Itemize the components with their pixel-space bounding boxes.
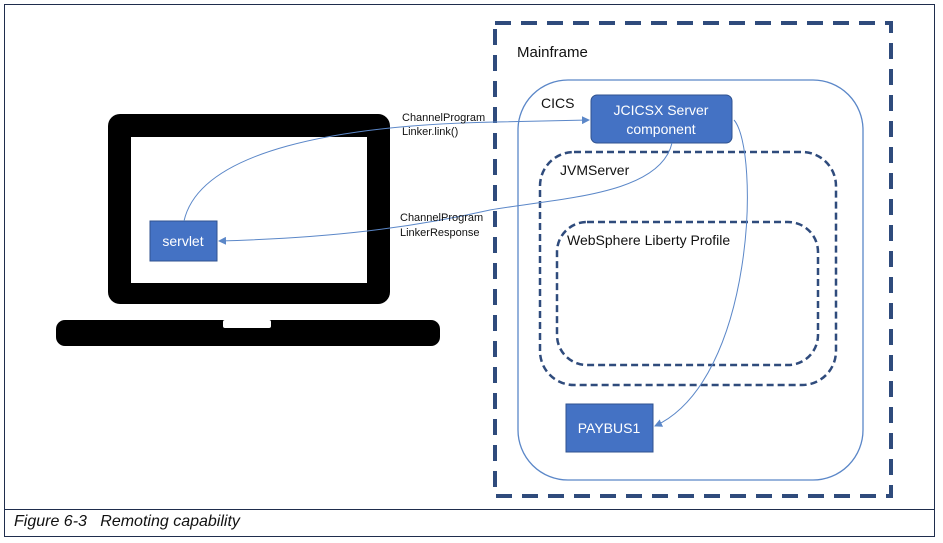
figure-title: Remoting capability: [100, 513, 240, 530]
figure-number: Figure 6-3: [14, 513, 87, 530]
servlet-label: servlet: [162, 233, 203, 249]
jcicsx-server-component: JCICSX Server component: [590, 94, 733, 144]
remoting-diagram: Mainframe CICS JVMServer WebSphere Liber…: [56, 21, 893, 498]
cics-label: CICS: [541, 95, 574, 111]
liberty-region: [555, 220, 820, 367]
jvmserver-label: JVMServer: [560, 162, 630, 178]
request-label-line1: ChannelProgram: [402, 112, 485, 124]
cics-region: [517, 79, 864, 481]
response-arrow: [218, 142, 673, 245]
mainframe-box: [493, 21, 893, 498]
mainframe-label: Mainframe: [517, 44, 588, 61]
response-label-line2: LinkerResponse: [400, 227, 480, 239]
laptop-icon: [56, 114, 440, 346]
figure-caption: Figure 6-3 Remoting capability: [14, 513, 240, 531]
servlet-box: servlet: [149, 220, 218, 262]
liberty-label: WebSphere Liberty Profile: [567, 232, 730, 248]
figure-frame: [4, 4, 935, 537]
paybus1-label: PAYBUS1: [578, 420, 641, 436]
jcicsx-label-line2: component: [626, 121, 695, 137]
jcicsx-label-line1: JCICSX Server: [614, 102, 709, 118]
response-label-line1: ChannelProgram: [400, 212, 483, 224]
request-arrow: [183, 116, 590, 222]
jvmserver-region: [538, 150, 838, 387]
paybus1-box: PAYBUS1: [565, 403, 654, 453]
paybus-call-arrow: [654, 119, 748, 427]
request-label-line2: Linker.link(): [402, 126, 458, 138]
caption-divider: [4, 509, 935, 510]
